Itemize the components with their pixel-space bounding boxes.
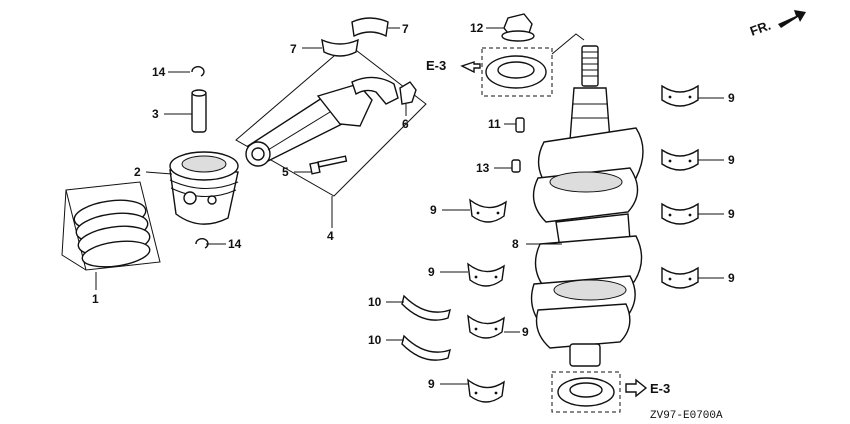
front-direction-label: FR. — [748, 18, 773, 39]
callout-9-right-1: 9 — [728, 91, 735, 105]
oil-seal-lower: E-3 — [551, 371, 670, 413]
main-bearing-right-2: 9 — [661, 148, 735, 171]
rod-bearing-upper: 7 — [351, 17, 409, 38]
piston-pin: 3 — [152, 89, 207, 133]
callout-9-left-3: 9 — [522, 325, 529, 339]
thrust-washer-upper: 10 — [368, 294, 451, 321]
callout-9-left-4: 9 — [428, 377, 435, 391]
rod-bearing-lower: 7 — [290, 38, 359, 57]
callout-10-upper: 10 — [368, 295, 382, 309]
callout-3: 3 — [152, 107, 159, 121]
ref-arrow-left-icon — [460, 61, 481, 74]
ref-label-e3-upper: E-3 — [426, 58, 446, 73]
callout-9-left-1: 9 — [430, 203, 437, 217]
drawing-code: ZV97-E0700A — [650, 410, 723, 422]
main-bearing-left-1: 9 — [430, 198, 507, 223]
main-bearing-right-4: 9 — [661, 266, 735, 289]
rod-nut: 6 — [399, 81, 417, 131]
main-bearing-left-4: 9 — [428, 377, 505, 403]
callout-7-upper: 7 — [402, 22, 409, 36]
oil-seal-upper: E-3 — [426, 33, 585, 97]
callout-14-lower: 14 — [228, 237, 242, 251]
callout-2: 2 — [134, 165, 141, 179]
callout-11: 11 — [488, 117, 501, 131]
ref-arrow-right-icon — [625, 378, 648, 398]
front-arrow-icon — [778, 10, 806, 28]
callout-8: 8 — [512, 237, 519, 251]
callout-12: 12 — [470, 21, 484, 35]
front-direction-indicator: FR. — [748, 10, 806, 39]
crankshaft: 8 — [512, 45, 644, 367]
thrust-washer-lower: 10 — [368, 333, 451, 361]
main-bearing-left-2: 9 — [428, 262, 505, 287]
piston-ring-set: 1 — [61, 181, 161, 306]
callout-9-right-2: 9 — [728, 153, 735, 167]
dowel-pin: 13 — [476, 159, 521, 175]
main-bearing-left-3: 9 — [467, 314, 529, 339]
callout-9-left-2: 9 — [428, 265, 435, 279]
callout-9-right-4: 9 — [728, 271, 735, 285]
main-bearing-right-1: 9 — [661, 84, 735, 107]
callout-5: 5 — [282, 165, 289, 179]
ref-label-e3-lower: E-3 — [650, 381, 670, 396]
callout-4: 4 — [327, 229, 334, 243]
flange-nut: 12 — [470, 13, 535, 42]
rod-bolt: 5 — [282, 155, 348, 179]
callout-10-lower: 10 — [368, 333, 382, 347]
main-bearing-right-3: 9 — [661, 202, 735, 225]
pin-clip-upper: 14 — [152, 65, 205, 79]
callout-1: 1 — [92, 292, 99, 306]
piston: 2 — [134, 151, 239, 225]
callout-6: 6 — [402, 117, 409, 131]
callout-9-right-3: 9 — [728, 207, 735, 221]
connecting-rod-assembly: 4 — [235, 43, 427, 243]
callout-14-upper: 14 — [152, 65, 166, 79]
pin-clip-lower: 14 — [195, 237, 242, 251]
callout-7-lower: 7 — [290, 42, 297, 56]
woodruff-key: 11 — [488, 117, 525, 133]
callout-13: 13 — [476, 161, 490, 175]
